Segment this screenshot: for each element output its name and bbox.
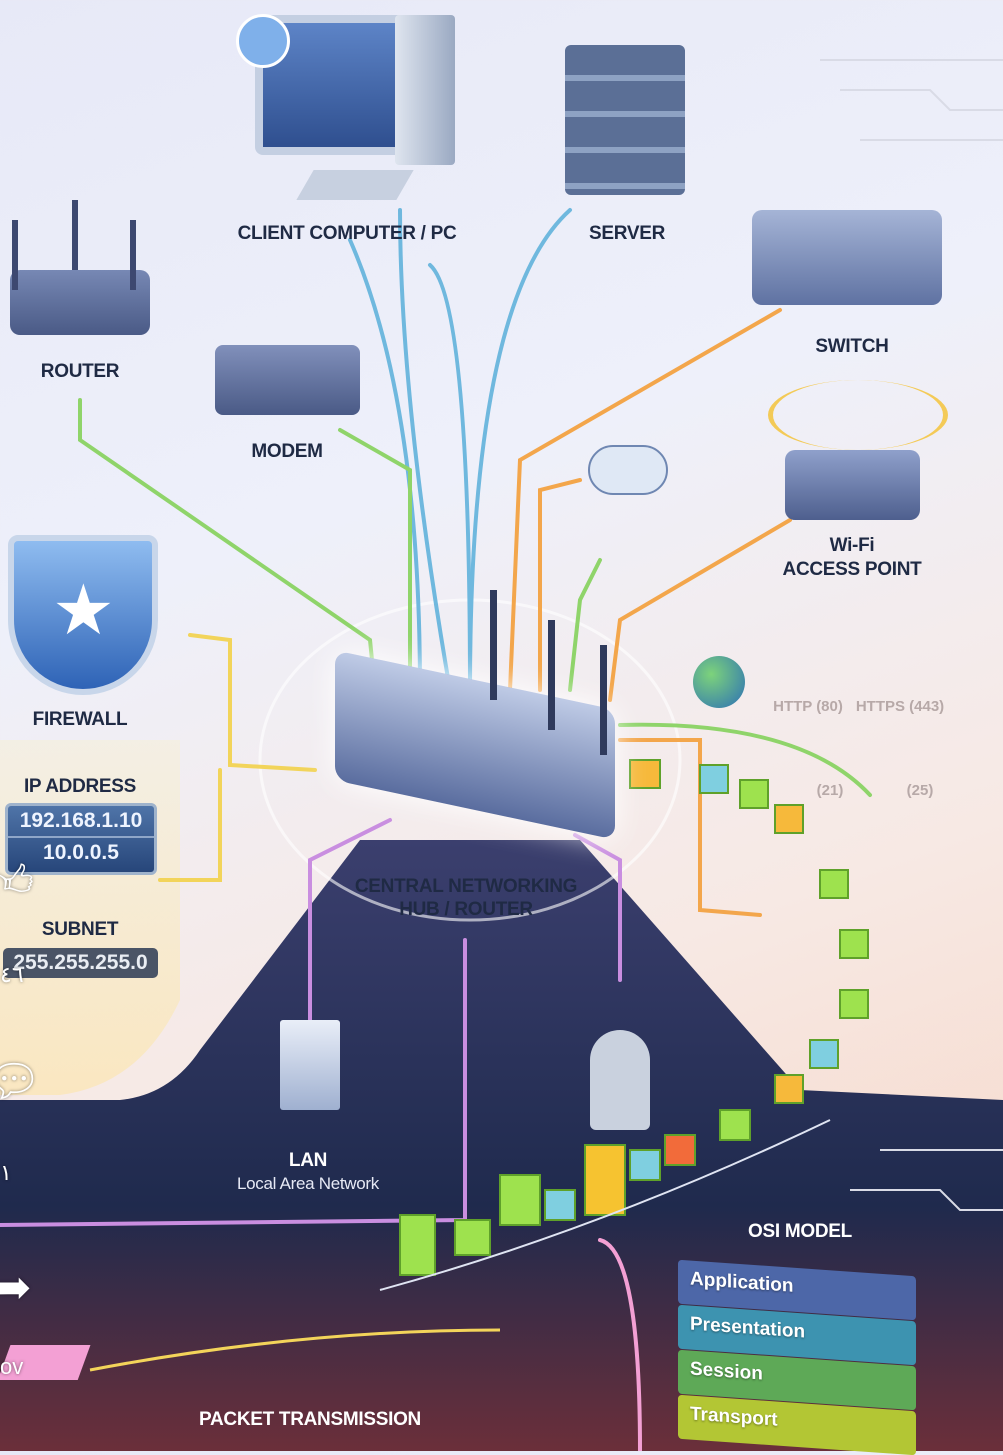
like-count: ٤٦ (0, 962, 24, 987)
packet-stream (399, 759, 869, 1276)
hub-label-line1: CENTRAL NETWORKING (354, 876, 578, 897)
server-label: SERVER (589, 223, 665, 244)
router-label: ROUTER (40, 361, 120, 382)
lan-title: LAN (288, 1150, 328, 1171)
access-point-label-line2: ACCESS POINT (782, 559, 922, 580)
cloud-icon (588, 445, 668, 495)
wifi-signal-icon (768, 380, 948, 450)
lan-subtitle: Local Area Network (236, 1174, 380, 1193)
port-https-label: HTTPS (443) (855, 698, 945, 715)
port-ftp-label: (21) (816, 782, 844, 799)
client-pc-label: CLIENT COMPUTER / PC (237, 223, 457, 244)
access-point-device-icon (785, 450, 920, 520)
router-device-icon (10, 270, 150, 335)
router-antenna-icon (12, 220, 18, 290)
ip-address-label: IP ADDRESS (23, 776, 137, 797)
ip-address-value: 192.168.1.10 (8, 806, 154, 838)
ip-address-value: 10.0.0.5 (43, 841, 119, 864)
lan-building-icon (280, 1020, 340, 1110)
share-icon[interactable]: ➦ (0, 1259, 32, 1315)
port-http-label: HTTP (80) (773, 698, 843, 715)
modem-device-icon (215, 345, 360, 415)
comment-count: ١ (0, 1160, 12, 1185)
satellite-icon (590, 1030, 650, 1130)
keyboard-icon (296, 170, 414, 200)
central-router-antenna-icon (490, 590, 497, 700)
user-avatar-icon (236, 14, 290, 68)
hub-label-line2: HUB / ROUTER (399, 899, 533, 920)
server-rack-icon (565, 45, 685, 195)
ip-address-display: 192.168.1.10 10.0.0.5 (5, 803, 157, 875)
star-icon: ★ (52, 571, 115, 649)
switch-device-icon (752, 210, 942, 305)
comment-icon[interactable]: 💬︎ (0, 1057, 42, 1106)
modem-label: MODEM (251, 441, 323, 462)
access-point-label-line1: Wi-Fi (829, 535, 875, 556)
packet-transmission-label: PACKET TRANSMISSION (199, 1409, 421, 1430)
share-count: ov (0, 1354, 24, 1379)
osi-title: OSI MODEL (748, 1221, 852, 1242)
port-smtp-label: (25) (906, 782, 934, 799)
client-pc-tower-icon (395, 15, 455, 165)
subnet-label: SUBNET (41, 919, 119, 940)
firewall-shield-icon (8, 535, 158, 695)
globe-icon (693, 656, 745, 708)
firewall-label: FIREWALL (32, 709, 128, 730)
switch-label: SWITCH (815, 336, 889, 357)
subnet-value: 255.255.255.0 (3, 948, 158, 978)
like-icon[interactable]: 👍︎ (0, 857, 34, 906)
